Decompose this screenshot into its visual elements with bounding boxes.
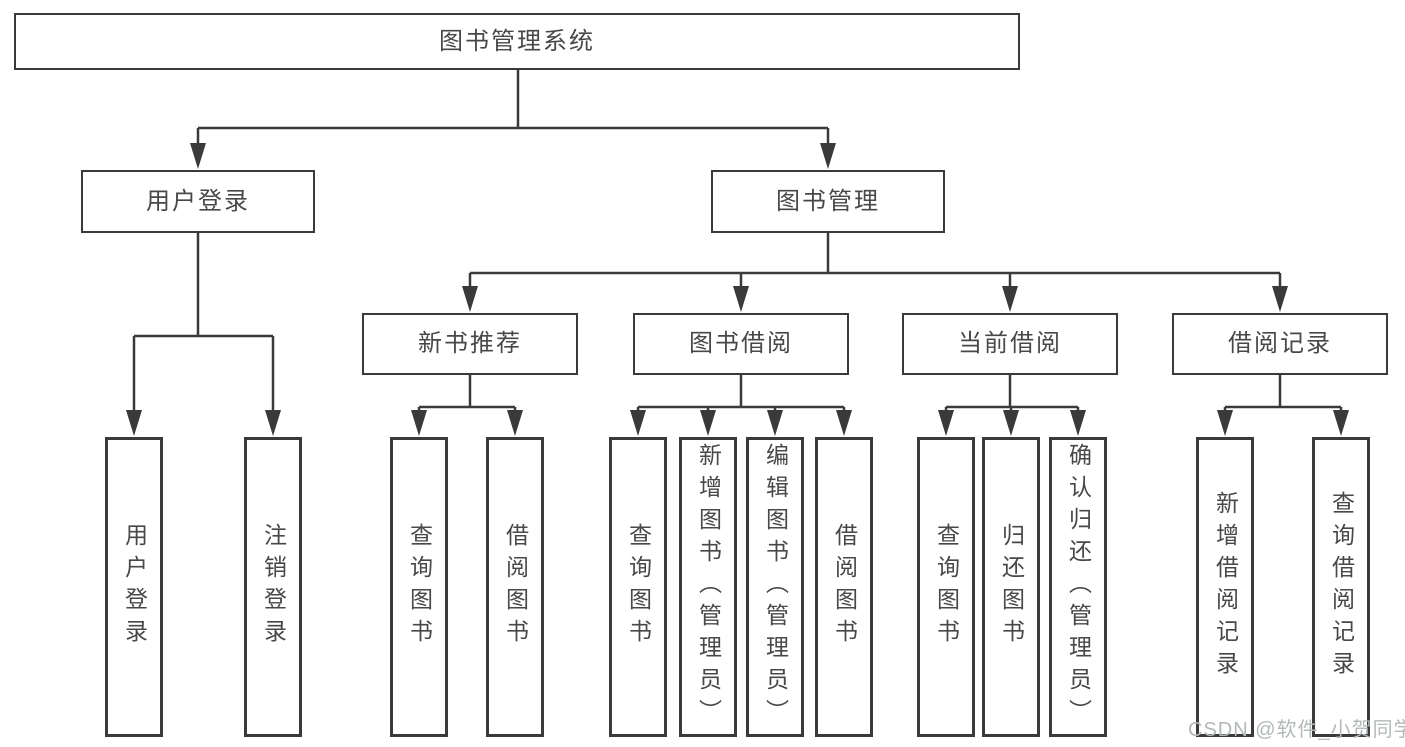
leaf-label: 确认归还（管理员） — [1065, 443, 1092, 731]
node-current-borrowing: 当前借阅 — [902, 313, 1118, 375]
leaf-query-books-recommend: 查询图书 — [390, 437, 448, 737]
leaf-query-borrow-record: 查询借阅记录 — [1312, 437, 1370, 737]
leaf-query-books-current: 查询图书 — [917, 437, 975, 737]
watermark: CSDN @软件_小贺同学 — [1188, 719, 1405, 741]
leaf-label: 查询借阅记录 — [1328, 491, 1355, 683]
leaf-confirm-return-admin: 确认归还（管理员） — [1049, 437, 1107, 737]
node-new-book-recommendation: 新书推荐 — [362, 313, 578, 375]
leaf-label: 查询图书 — [625, 523, 652, 651]
node-label: 图书管理 — [776, 187, 880, 215]
leaf-label: 用户登录 — [121, 523, 148, 651]
leaf-borrow-books-borrowing: 借阅图书 — [815, 437, 873, 737]
node-label: 新书推荐 — [418, 330, 522, 357]
node-label: 借阅记录 — [1228, 330, 1332, 357]
leaf-label: 查询图书 — [406, 523, 433, 651]
arrowheads — [126, 143, 1349, 436]
leaf-user-login: 用户登录 — [105, 437, 163, 737]
leaf-label: 借阅图书 — [502, 523, 529, 651]
leaf-add-book-admin: 新增图书（管理员） — [679, 437, 737, 737]
leaf-label: 查询图书 — [933, 523, 960, 651]
leaf-add-borrow-record: 新增借阅记录 — [1196, 437, 1254, 737]
node-book-borrowing: 图书借阅 — [633, 313, 849, 375]
leaf-query-books-borrowing: 查询图书 — [609, 437, 667, 737]
leaf-label: 归还图书 — [998, 523, 1025, 651]
node-book-management: 图书管理 — [711, 170, 945, 233]
node-label: 图书管理系统 — [439, 27, 595, 55]
node-label: 当前借阅 — [958, 330, 1062, 357]
node-label: 用户登录 — [146, 187, 250, 215]
leaf-label: 新增借阅记录 — [1212, 491, 1239, 683]
node-borrowing-records: 借阅记录 — [1172, 313, 1388, 375]
leaf-label: 编辑图书（管理员） — [762, 443, 789, 731]
node-library-system: 图书管理系统 — [14, 13, 1020, 70]
leaf-borrow-books-recommend: 借阅图书 — [486, 437, 544, 737]
leaf-return-books: 归还图书 — [982, 437, 1040, 737]
node-user-login: 用户登录 — [81, 170, 315, 233]
leaf-edit-book-admin: 编辑图书（管理员） — [746, 437, 804, 737]
leaf-label: 借阅图书 — [831, 523, 858, 651]
leaf-logout: 注销登录 — [244, 437, 302, 737]
node-label: 图书借阅 — [689, 330, 793, 357]
leaf-label: 新增图书（管理员） — [695, 443, 722, 731]
leaf-label: 注销登录 — [260, 523, 287, 651]
